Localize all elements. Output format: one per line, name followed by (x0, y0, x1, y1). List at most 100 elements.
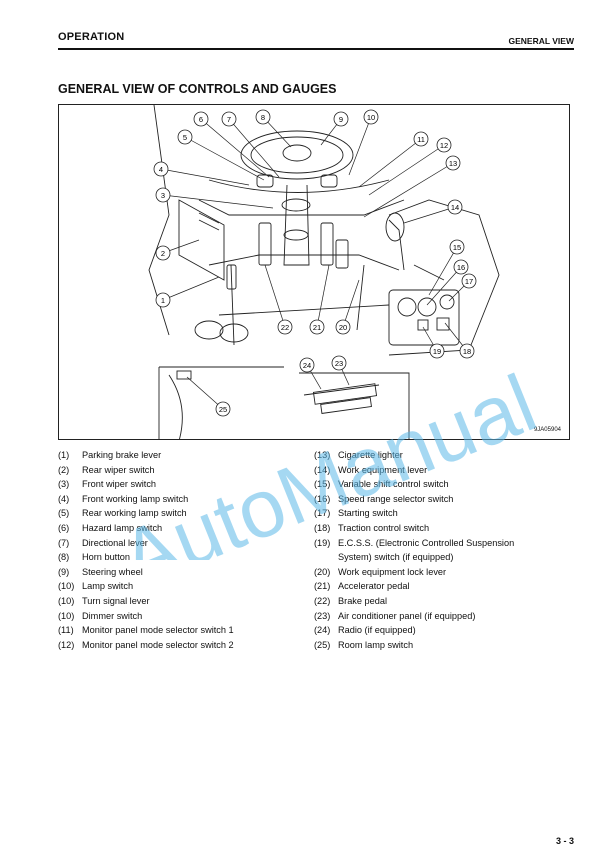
callout-circle (221, 111, 237, 127)
legend-number: (12) (58, 639, 75, 650)
legend-item: (13) Cigarette lighter (314, 448, 514, 463)
callout-number: 5 (183, 133, 187, 142)
legend-item: (8)Horn button (58, 550, 234, 565)
legend-left-column: (1)Parking brake lever(2)Rear wiper swit… (58, 448, 234, 652)
callout-number: 19 (433, 347, 441, 356)
legend-number: (10) (58, 610, 75, 621)
callout-number: 2 (161, 249, 165, 258)
legend-text: E.C.S.S. (Electronic Controlled Suspensi… (338, 537, 515, 548)
legend-number: (18) (314, 522, 331, 533)
legend-item: (19)E.C.S.S. (Electronic Controlled Susp… (314, 536, 514, 551)
callout-leader (228, 118, 280, 178)
legend-item: (15) Variable shift control switch (314, 477, 514, 492)
legend-right-column: (13) Cigarette lighter (14) Work equipment … (314, 448, 514, 652)
callout-circle (335, 319, 351, 335)
legend-number: (17) (314, 508, 331, 519)
legend-text: Front wiper switch (82, 479, 157, 490)
callout-leader (162, 276, 220, 301)
page-number: 3 - 3 (555, 836, 574, 846)
callout-circle (153, 161, 169, 177)
legend-text: Monitor panel mode selector switch 1 (82, 625, 234, 636)
legend-item: (10)Lamp switch (58, 579, 234, 594)
legend-text: Speed range selector switch (338, 493, 454, 504)
legend-number: (4) (58, 493, 70, 504)
legend-number: (14) (314, 464, 331, 475)
callout-circle (215, 401, 231, 417)
callout-circle (447, 199, 463, 215)
callout-circle (363, 109, 379, 125)
callout-leader (363, 162, 454, 218)
legend-text: Cigarette lighter (338, 450, 403, 460)
legend-number: (11) (58, 625, 74, 636)
legend-number: (3) (58, 479, 70, 490)
legend-item: (12) Monitor panel mode selector switch 2 (58, 638, 234, 653)
legend-number: (9) (58, 566, 70, 577)
legend-number: (15) (314, 479, 331, 490)
legend-text: Directional lever (82, 537, 148, 548)
callout-leader (162, 194, 274, 209)
legend-item: (20)Work equipment lock lever (314, 565, 514, 580)
legend-item: (25)Room lamp switch (314, 638, 514, 653)
callout-leader (428, 246, 458, 296)
legend-item: (14) Work equipment lever (314, 463, 514, 478)
callout-number: 22 (281, 323, 289, 332)
callout-circle (255, 109, 271, 125)
legend-item: (7)Directional lever (58, 536, 234, 551)
legend-text: Brake pedal (338, 595, 388, 606)
legend-item: (6)Hazard lamp switch (58, 521, 234, 536)
callout-number: 23 (335, 359, 343, 368)
callout-number: 18 (463, 347, 471, 356)
legend-text: Work equipment lever (338, 464, 428, 475)
callout-number: 14 (451, 203, 459, 212)
legend-text: Monitor panel mode selector switch 2 (82, 639, 234, 650)
legend-number (314, 550, 338, 565)
callout-leader (264, 264, 286, 328)
callout-circle (333, 111, 349, 127)
header-rule (58, 48, 574, 50)
callout-circle (436, 137, 452, 153)
legend-number: (5) (58, 508, 70, 519)
legend-text: Turn signal lever (82, 595, 150, 606)
callout-circle (449, 239, 465, 255)
legend-text: Hazard lamp switch (82, 522, 163, 533)
callout-leader (186, 376, 224, 410)
legend-number: (10) (58, 581, 75, 592)
legend-item: (3) Front wiper switch (58, 477, 234, 492)
callout-circle (155, 292, 171, 308)
legend-text: Front working lamp switch (82, 493, 189, 504)
callout-leader (184, 136, 265, 181)
legend-text: Parking brake lever (82, 450, 162, 460)
legend-item: (4) Front working lamp switch (58, 492, 234, 507)
legend-number: (13) (314, 450, 331, 460)
legend-number: (21) (314, 581, 331, 592)
callout-number: 7 (227, 115, 231, 124)
legend-text: Dimmer switch (82, 610, 143, 621)
callout-number: 6 (199, 115, 203, 124)
legend-text: Variable shift control switch (338, 479, 449, 490)
callout-leader (342, 279, 360, 328)
legend-number: (22) (314, 595, 331, 606)
callout-number: 15 (453, 243, 461, 252)
callout-number: 24 (303, 361, 311, 370)
callout-leader (403, 206, 456, 224)
legend-text: Rear working lamp switch (82, 508, 187, 519)
callout-leader (316, 264, 330, 328)
legend-item: (21)Accelerator pedal (314, 579, 514, 594)
legend-text: Work equipment lock lever (338, 566, 447, 577)
callout-circle (299, 357, 315, 373)
callout-circle (429, 343, 445, 359)
callout-circle (459, 343, 475, 359)
legend-text: Radio (if equipped) (338, 625, 416, 636)
callout-circle (453, 259, 469, 275)
legend-item: (2)Rear wiper switch (58, 463, 234, 478)
callout-circle (177, 129, 193, 145)
legend-item: (18)Traction control switch (314, 521, 514, 536)
legend-number: (10) (58, 595, 75, 606)
callout-number: 25 (219, 405, 227, 414)
subsection-heading: GENERAL VIEW (508, 36, 575, 46)
legend-item: (10) Dimmer switch (58, 609, 234, 624)
callout-circle (445, 155, 461, 171)
callout-leader (200, 118, 270, 178)
page-title: GENERAL VIEW OF CONTROLS AND GAUGES (58, 82, 337, 96)
